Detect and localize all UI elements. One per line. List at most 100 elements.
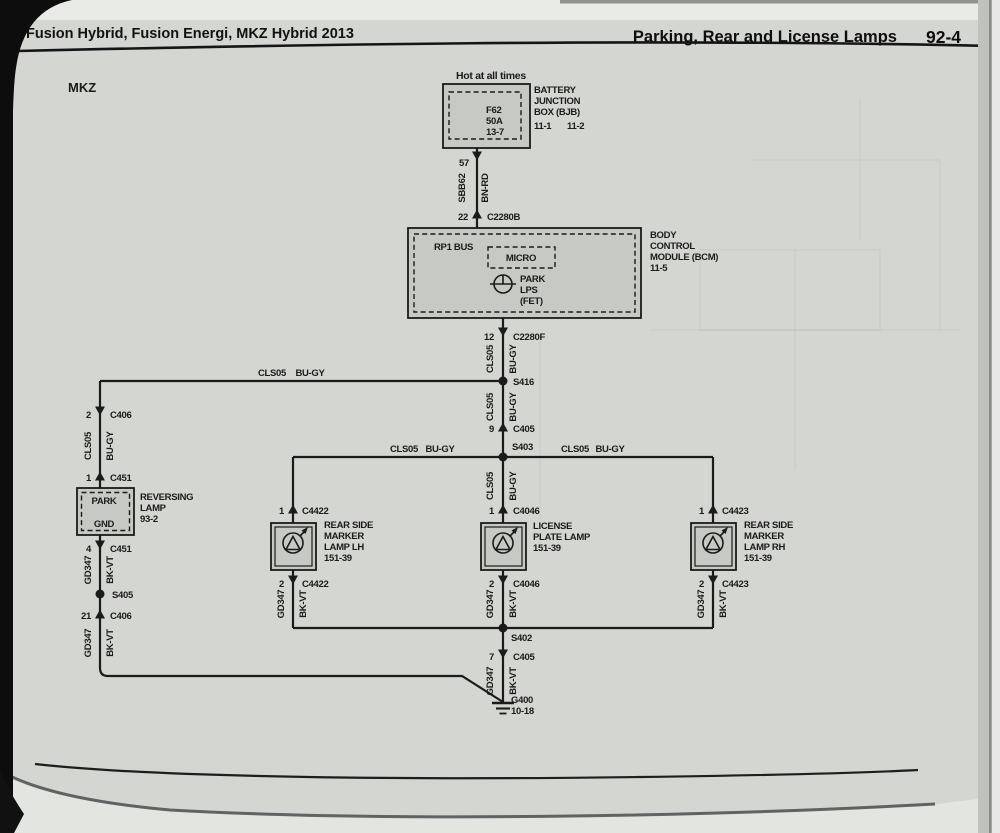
fet-label-line1: PARK — [520, 274, 545, 285]
lamp-lh-name-line4: 151-39 — [324, 553, 352, 564]
c2280b-name: C2280B — [487, 212, 520, 223]
s402-label: S402 — [511, 633, 532, 644]
battery-junction-box: Hot at all times F62 50A 13-7 BATTERY JU… — [442, 70, 585, 149]
c406-2-name: C406 — [110, 410, 132, 421]
page-top-highlight — [0, 0, 1000, 20]
bjb-name-line1: BATTERY — [534, 85, 577, 96]
wire-gd347-circuit: GD347 — [276, 590, 287, 619]
fuse-name: F62 — [486, 105, 501, 116]
license-plate-lamp: LICENSE PLATE LAMP 151-39 — [480, 521, 591, 571]
arrow-c2280b — [472, 209, 482, 219]
wire-gd347-color: BK-VT — [105, 556, 116, 584]
wire-cls05-circuit: CLS05 — [485, 392, 496, 421]
wire-cls05-color: BU-GY — [425, 444, 455, 455]
arrow-c4423-2 — [708, 575, 718, 585]
reversing-lamp-box: PARK GND REVERSING LAMP 93-2 — [76, 487, 194, 536]
license-lamp-outline — [480, 522, 527, 571]
c406-2-pin: 2 — [86, 410, 91, 421]
c4046-1-pin: 1 — [489, 506, 495, 517]
bcm-name-line1: BODY — [650, 230, 677, 241]
c405-9-name: C405 — [513, 424, 536, 435]
page-bottom-edge — [9, 774, 936, 819]
splice-labels: S416 S403 S405 S402 G400 10-18 — [112, 377, 534, 717]
arrow-c451-4 — [95, 540, 105, 550]
wire-gd347-color: BK-VT — [105, 629, 116, 657]
wire-left-ground-run — [98, 535, 504, 703]
reversing-lamp-name-line1: REVERSING — [140, 492, 193, 503]
wire-cls05-color: BU-GY — [508, 391, 519, 421]
bjb-ref-right: 11-2 — [567, 121, 584, 132]
arrow-c4046-1 — [498, 504, 508, 514]
arrow-c405-9 — [498, 422, 508, 432]
wire-cls05-color: BU-GY — [105, 430, 116, 460]
bcm-bus-label: RP1 BUS — [434, 242, 473, 253]
c451-4-pin: 4 — [86, 544, 92, 555]
wire-cls05-circuit: CLS05 — [485, 471, 496, 500]
bottom-left-corner-shadow — [0, 770, 24, 833]
lamp-rh-name-line2: MARKER — [744, 531, 784, 542]
c4423-1-pin: 1 — [699, 506, 705, 517]
wire-sbb62-circuit: SBB62 — [457, 173, 468, 202]
fuse-rating: 50A — [486, 116, 503, 127]
lamp-lh-name-line1: REAR SIDE — [324, 520, 373, 531]
c406-21-pin: 21 — [81, 611, 92, 622]
connector-arrows — [95, 151, 718, 659]
bjb-name-line3: BOX (BJB) — [534, 107, 580, 118]
rear-side-marker-lamp-rh: REAR SIDE MARKER LAMP RH 151-39 — [690, 520, 793, 571]
ground-icon — [492, 701, 514, 715]
fet-label-line2: LPS — [520, 285, 538, 296]
c4423-1-name: C4423 — [722, 506, 749, 517]
wire-gd347-color: BK-VT — [298, 590, 309, 618]
c405-9-pin: 9 — [489, 424, 494, 435]
c406-21-name: C406 — [110, 611, 132, 622]
fet-driver-icon — [490, 274, 516, 294]
reversing-lamp-name-line2: LAMP — [140, 503, 167, 514]
license-lamp-name-line1: LICENSE — [533, 521, 572, 532]
bcm-name-line3: MODULE (BCM) — [650, 252, 718, 263]
page-header: Fusion Hybrid, Fusion Energi, MKZ Hybrid… — [17, 26, 993, 53]
micro-label: MICRO — [506, 253, 536, 264]
wire-cls05-color: BU-GY — [508, 343, 519, 373]
rear-side-marker-lamp-lh: REAR SIDE MARKER LAMP LH 151-39 — [270, 520, 373, 571]
c405-7-name: C405 — [513, 652, 536, 663]
bcm-inner-dashed — [413, 233, 636, 313]
c405-7-pin: 7 — [489, 652, 494, 663]
doc-title: Fusion Hybrid, Fusion Energi, MKZ Hybrid… — [26, 26, 354, 42]
s405-label: S405 — [112, 590, 134, 601]
fuse-ref: 13-7 — [486, 127, 504, 138]
reversing-lamp-park-terminal: PARK — [91, 496, 116, 507]
hot-at-all-times-label: Hot at all times — [456, 70, 526, 82]
pin-and-connector-labels: 57 22 C2280B 12 C2280F 9 C405 2 C406 1 C… — [81, 158, 749, 663]
fet-label-line3: (FET) — [520, 296, 543, 307]
wire-cls05-color: BU-GY — [595, 444, 625, 455]
wire-cls05-circuit: CLS05 — [390, 444, 419, 455]
wire-gd347-circuit: GD347 — [696, 590, 707, 619]
bulb-icon — [492, 527, 518, 554]
wire-gd347-color: BK-VT — [508, 667, 519, 695]
wire-gd347-circuit: GD347 — [485, 667, 496, 696]
arrow-c4422-2 — [288, 575, 298, 585]
arrow-c406-2 — [95, 406, 105, 416]
arrow-c451-1 — [95, 471, 105, 481]
c451-4-name: C451 — [110, 544, 133, 555]
c4046-2-name: C4046 — [513, 579, 540, 590]
wire-cls05-circuit: CLS05 — [83, 431, 94, 460]
lamp-rh-name-line1: REAR SIDE — [744, 520, 793, 531]
c4422-1-name: C4422 — [302, 506, 329, 517]
lamp-lh-outline — [270, 522, 317, 571]
splice-dot-s402 — [498, 623, 508, 633]
license-lamp-name-line3: 151-39 — [533, 543, 561, 554]
lamp-lh-name-line2: MARKER — [324, 531, 364, 542]
bulb-icon — [282, 527, 308, 554]
page-top-edge — [560, 0, 1000, 4]
c2280f-pin: 12 — [484, 332, 494, 343]
bjb-name-line2: JUNCTION — [534, 96, 581, 107]
c4422-1-pin: 1 — [279, 506, 285, 517]
s416-label: S416 — [513, 377, 534, 388]
license-lamp-name-line2: PLATE LAMP — [533, 532, 591, 543]
bcm-outline — [407, 227, 642, 319]
micro-box — [487, 246, 556, 269]
lamp-lh-name-line3: LAMP LH — [324, 542, 364, 553]
wire-gd347-circuit: GD347 — [83, 556, 94, 585]
